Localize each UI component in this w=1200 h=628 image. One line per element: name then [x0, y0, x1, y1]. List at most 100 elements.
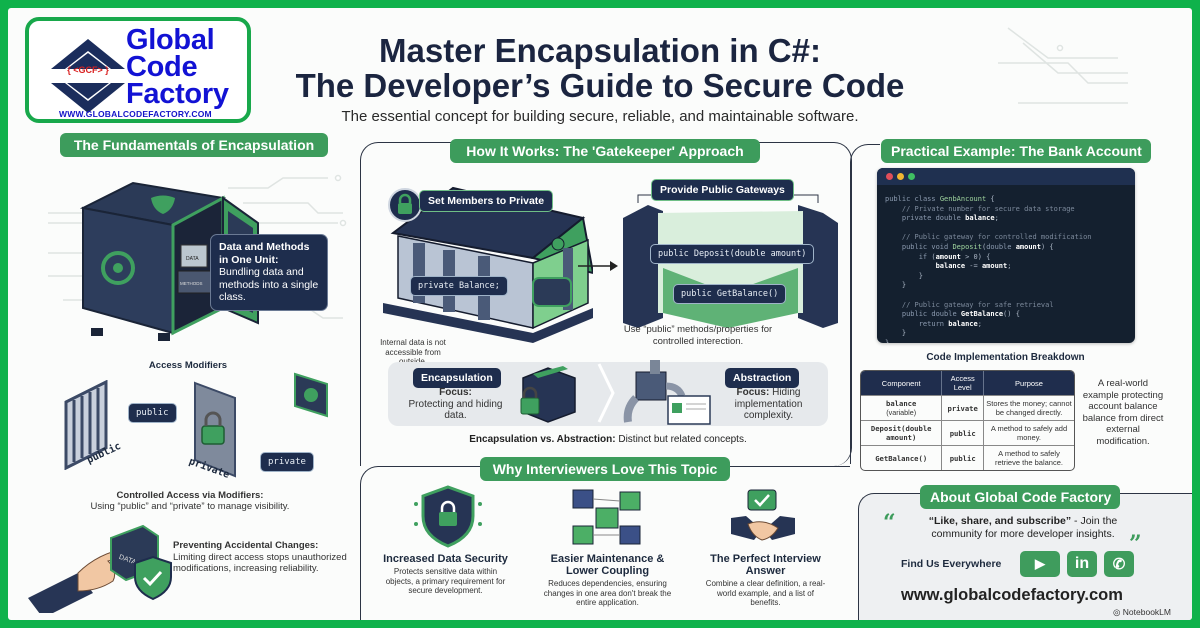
controlled-access-text: Controlled Access via Modifiers: Using “… — [70, 490, 310, 512]
comparison-caption-title: Encapsulation vs. Abstraction: — [469, 434, 616, 445]
access-modifiers-title: Access Modifiers — [148, 360, 228, 371]
gcf-diamond-icon — [51, 39, 125, 113]
modular-blocks-icon — [572, 489, 641, 545]
table-row: GetBalance() public A method to safely r… — [861, 445, 1074, 470]
find-us-label: Find Us Everywhere — [901, 558, 1002, 570]
about-quote: “Like, share, and subscribe” - Join the … — [903, 515, 1143, 541]
section-heading-interviewers: Why Interviewers Love This Topic — [480, 457, 730, 481]
section-heading-practical: Practical Example: The Bank Account — [881, 139, 1151, 163]
logo-word-factory: Factory — [126, 78, 229, 110]
private-tag: private — [260, 452, 314, 472]
quote-open-icon: “ — [883, 510, 896, 536]
breakdown-title: Code Implementation Breakdown — [926, 352, 1085, 363]
encapsulation-callout: Data and Methods in One Unit: Bundling d… — [210, 234, 328, 311]
public-gateways-label: Provide Public Gateways — [651, 179, 794, 201]
preventing-changes-text: Preventing Accidental Changes: Limiting … — [173, 540, 353, 575]
abstraction-focus-desc: Hiding implementation complexity. — [734, 387, 803, 421]
code-window: public class GenbAncount { // Private nu… — [877, 168, 1135, 343]
notebooklm-icon: ◎ — [1113, 607, 1121, 617]
notebooklm-watermark: ◎ NotebookLM — [1113, 607, 1171, 618]
security-shield-icon — [414, 485, 482, 548]
infographic-canvas: { <GCF> } Global Code Factory WWW.GLOBAL… — [8, 8, 1192, 620]
window-close-dot[interactable] — [886, 173, 893, 180]
section-heading-fundamentals: The Fundamentals of Encapsulation — [60, 133, 328, 157]
table-cell-purpose: Stores the money; cannot be changed dire… — [984, 395, 1074, 420]
encapsulation-focus: Focus: Protecting and hiding data. — [408, 387, 503, 422]
benefit-desc: Combine a clear definition, a real-world… — [705, 579, 826, 607]
youtube-icon: ▶ — [1035, 556, 1045, 571]
green-card-icon — [294, 372, 328, 418]
callout-text: Bundling data and methods into a single … — [219, 266, 319, 303]
gcf-badge: { <GCF> } — [67, 65, 109, 75]
quote-highlight: “Like, share, and subscribe” — [928, 515, 1072, 527]
watermark-text: NotebookLM — [1122, 607, 1171, 617]
gcf-logo[interactable]: { <GCF> } Global Code Factory WWW.GLOBAL… — [25, 17, 251, 123]
logo-word-global: Global — [126, 24, 215, 56]
abstraction-focus: Focus: Hiding implementation complexity. — [721, 387, 816, 422]
website-link[interactable]: www.globalcodefactory.com — [901, 586, 1123, 604]
getbalance-code: public GetBalance() — [673, 284, 787, 304]
callout-title: Data and Methods in One Unit: — [219, 241, 310, 266]
safe-data-label: DATA — [186, 256, 199, 262]
breakdown-table: Component Access Level Purpose balance(v… — [860, 370, 1075, 471]
public-tag: public — [128, 403, 177, 423]
encapsulation-focus-desc: Protecting and hiding data. — [408, 398, 503, 422]
abstraction-tag: Abstraction — [725, 368, 800, 388]
bank-account-code: public class GenbAncount { // Private nu… — [885, 195, 1092, 343]
page-title: Master Encapsulation in C#: The Develope… — [270, 33, 930, 103]
table-cell-access: public — [942, 445, 984, 470]
benefit-desc: Protects sensitive data within objects, … — [385, 567, 506, 595]
controlled-access-title: Controlled Access via Modifiers: — [116, 490, 264, 501]
real-world-note: A real-world example protecting account … — [1082, 378, 1164, 447]
abstraction-machine-icon — [623, 360, 711, 425]
benefit-interview-answer: The Perfect Interview Answer Combine a c… — [703, 553, 828, 608]
benefit-security: Increased Data Security Protects sensiti… — [383, 553, 508, 596]
padlock-badge — [388, 188, 422, 222]
locked-box-icon — [520, 366, 576, 423]
table-cell-component: balance(variable) — [861, 395, 943, 420]
public-gate-icon — [64, 380, 108, 470]
table-row: Deposit(double amount) public A method t… — [861, 420, 1074, 445]
linkedin-icon: in — [1074, 555, 1090, 572]
table-cell-component: GetBalance() — [861, 445, 943, 470]
quote-text: - Join the community for more developer … — [931, 515, 1118, 540]
title-line-2: The Developer’s Guide to Secure Code — [295, 67, 905, 104]
abstraction-focus-title: Focus: — [736, 387, 770, 398]
chevron-separator — [597, 363, 615, 423]
benefit-maintenance: Easier Maintenance & Lower Coupling Redu… — [535, 553, 680, 608]
youtube-button[interactable]: ▶ — [1020, 551, 1060, 577]
window-maximize-dot[interactable] — [908, 173, 915, 180]
table-cell-access: private — [942, 395, 984, 420]
table-header-access: Access Level — [942, 371, 984, 395]
handshake-check-icon — [731, 489, 795, 541]
safe-methods-label: METHODS — [180, 281, 203, 286]
table-header-component: Component — [861, 371, 943, 395]
comparison-caption: Encapsulation vs. Abstraction: Distinct … — [408, 434, 808, 445]
table-cell-access: public — [942, 420, 984, 445]
benefit-desc: Reduces dependencies, ensuring changes i… — [543, 579, 672, 607]
encapsulation-focus-title: Focus: — [439, 387, 472, 398]
window-minimize-dot[interactable] — [897, 173, 904, 180]
preventing-title: Preventing Accidental Changes: — [173, 540, 319, 551]
component-name: balance — [886, 399, 917, 408]
benefit-title: Easier Maintenance & Lower Coupling — [550, 553, 665, 577]
practical-section-frame — [850, 144, 880, 464]
table-row: balance(variable) private Stores the mon… — [861, 395, 1074, 420]
private-door-icon — [194, 381, 236, 478]
table-cell-component: Deposit(double amount) — [861, 420, 943, 445]
table-cell-purpose: A method to safely retrieve the balance. — [984, 445, 1074, 470]
hand-data-shield-illustration: DATA — [28, 524, 172, 613]
controlled-access-desc: Using “public” and “private” to manage v… — [90, 501, 290, 512]
arrow-right-icon — [578, 261, 618, 271]
component-sub: (variable) — [886, 408, 917, 417]
table-cell-purpose: A method to safely add money. — [984, 420, 1074, 445]
whatsapp-button[interactable]: ✆ — [1104, 551, 1134, 577]
logo-url[interactable]: WWW.GLOBALCODEFACTORY.COM — [59, 109, 212, 119]
deposit-code: public Deposit(double amount) — [650, 244, 815, 264]
internal-data-note: Internal data is not accessible from out… — [380, 338, 446, 366]
title-line-1: Master Encapsulation in C#: — [379, 32, 821, 69]
linkedin-button[interactable]: in — [1067, 551, 1097, 577]
public-methods-note: Use “public” methods/properties for cont… — [623, 324, 773, 347]
quote-close-icon: ” — [1129, 531, 1142, 557]
logo-word-code: Code — [126, 51, 198, 83]
